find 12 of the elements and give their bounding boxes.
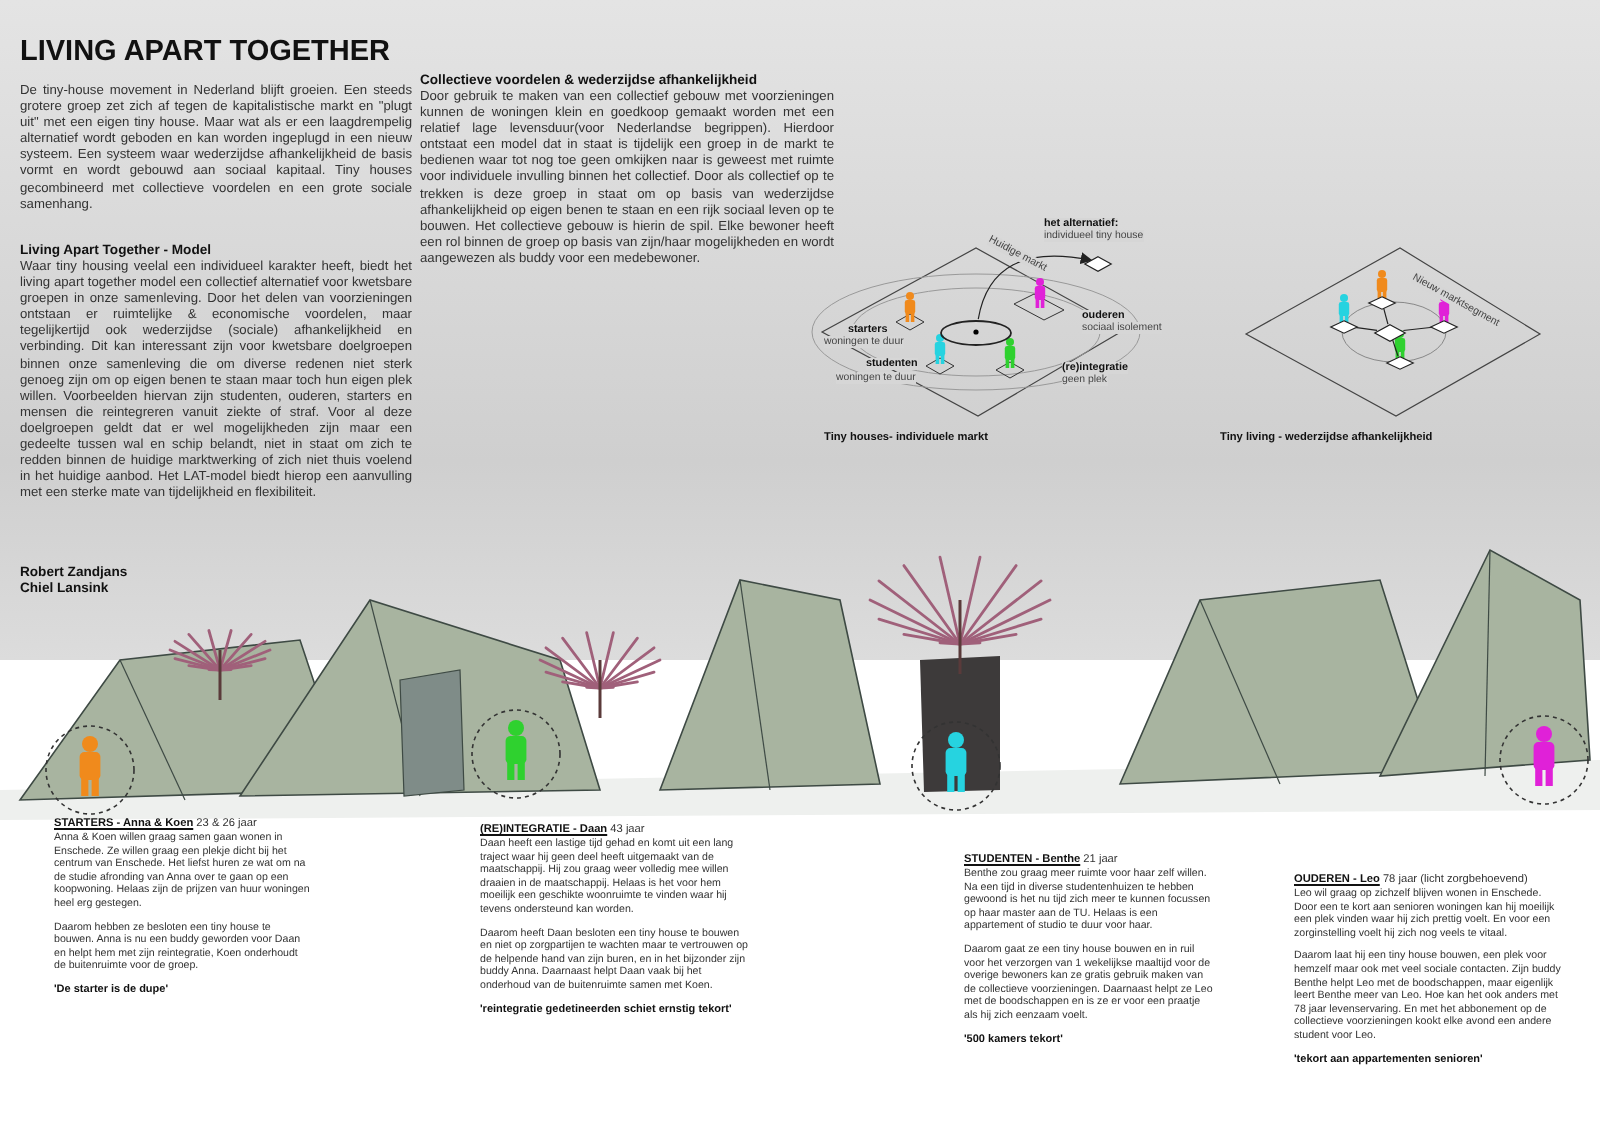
connector-line [1402, 326, 1434, 332]
center-ellipse [940, 319, 1012, 345]
plot-diamond [1368, 295, 1396, 309]
poster-title: LIVING APART TOGETHER [20, 36, 391, 68]
plot-diamond [1084, 256, 1112, 272]
connector-line [1354, 326, 1378, 331]
connector-line [1383, 307, 1389, 325]
plot-diamond [1330, 319, 1358, 333]
plot-diamond [1374, 323, 1406, 341]
arrow [977, 252, 1093, 320]
connector-line [1391, 338, 1399, 357]
plot-diamond [1386, 355, 1414, 369]
